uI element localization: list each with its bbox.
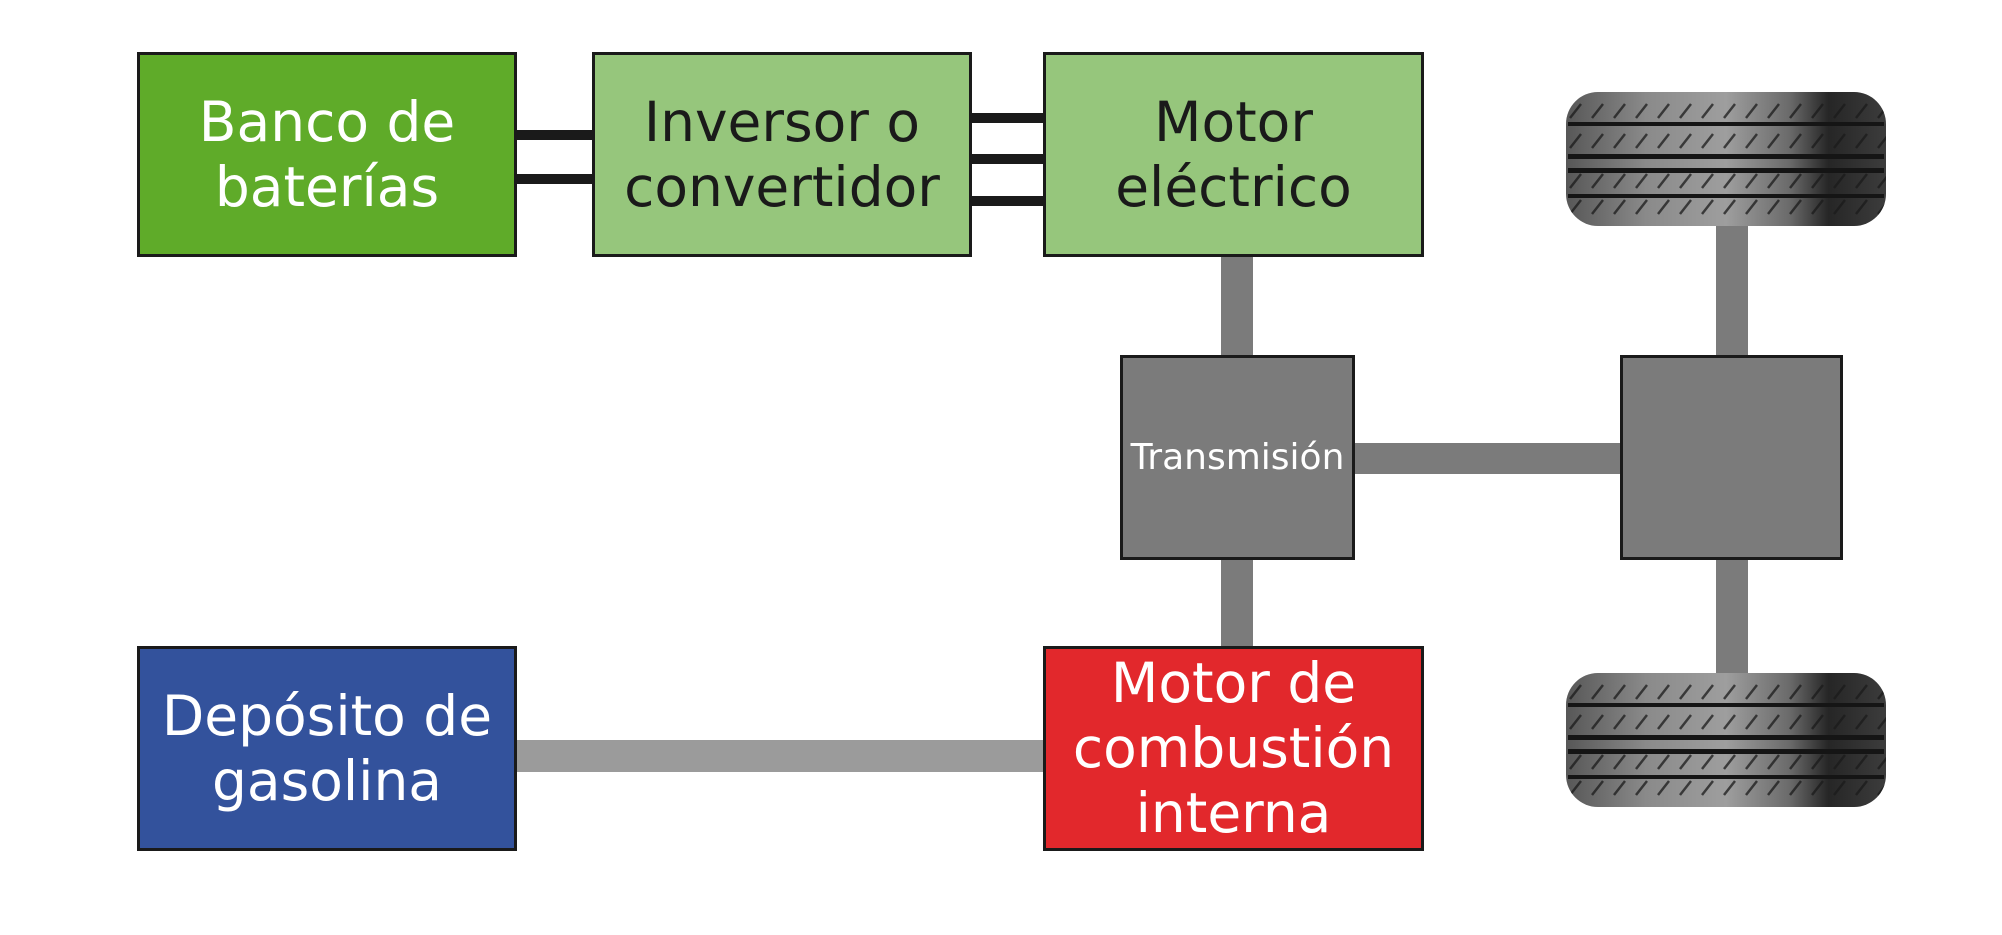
transmission-box: Transmisión	[1120, 355, 1355, 560]
electric-motor-box: Motor eléctrico	[1043, 52, 1424, 257]
transmission-label: Transmisión	[1130, 436, 1345, 478]
combustion-engine-box: Motor de combustión interna	[1043, 646, 1424, 851]
inverter-motor-bus-2	[972, 154, 1043, 164]
electric-motor-label: Motor eléctrico	[1115, 89, 1352, 219]
tire-icon	[1566, 673, 1886, 807]
inverter-motor-bus-1	[972, 113, 1043, 123]
battery-bank-box: Banco de baterías	[137, 52, 517, 257]
fuel-tank-label: Depósito de gasolina	[161, 683, 493, 813]
inverter-motor-bus-3	[972, 196, 1043, 206]
emotor-transmission-link	[1221, 257, 1253, 355]
battery-inverter-bus-1	[517, 130, 592, 140]
inverter-label: Inversor o convertidor	[624, 89, 940, 219]
axle-differential-box	[1620, 355, 1843, 560]
battery-bank-label: Banco de baterías	[198, 89, 456, 219]
transmission-axle-shaft	[1355, 443, 1620, 474]
inverter-box: Inversor o convertidor	[592, 52, 972, 257]
battery-inverter-bus-2	[517, 174, 592, 184]
tire-icon	[1566, 92, 1886, 226]
axle-upper-shaft	[1716, 218, 1748, 355]
axle-lower-shaft	[1716, 560, 1748, 676]
transmission-ice-link	[1221, 560, 1253, 646]
fuel-tank-box: Depósito de gasolina	[137, 646, 517, 851]
fuel-line	[517, 740, 1043, 772]
combustion-engine-label: Motor de combustión interna	[1072, 651, 1395, 845]
